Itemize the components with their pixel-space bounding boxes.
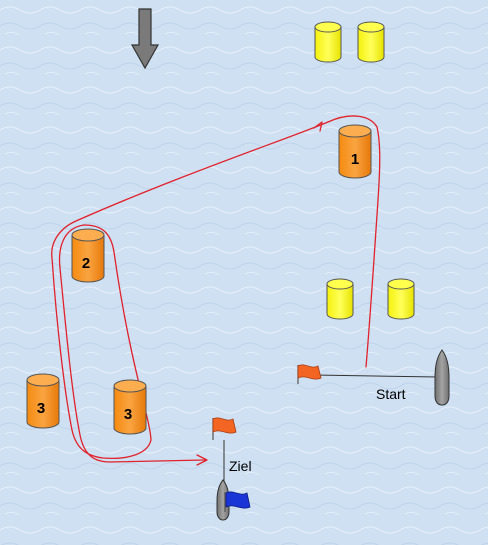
start-label: Start bbox=[376, 386, 406, 402]
orange-flag-icon bbox=[212, 417, 237, 440]
mark-number: 3 bbox=[37, 400, 45, 417]
orange-mark-2: 2 bbox=[71, 228, 105, 283]
boat-icon bbox=[434, 349, 450, 406]
finish-label: Ziel bbox=[229, 458, 252, 474]
start-line bbox=[313, 374, 439, 378]
orange-mark-1: 1 bbox=[338, 124, 372, 179]
blue-flag-icon bbox=[224, 491, 251, 512]
yellow-mark bbox=[387, 278, 415, 320]
mark-number: 2 bbox=[82, 255, 90, 272]
yellow-mark bbox=[357, 21, 385, 63]
mark-number: 3 bbox=[124, 406, 132, 423]
yellow-mark bbox=[326, 278, 354, 320]
orange-mark-3: 3 bbox=[26, 373, 60, 429]
mark-number: 1 bbox=[351, 151, 359, 168]
orange-mark-3: 3 bbox=[113, 379, 147, 435]
course-line bbox=[51, 115, 381, 466]
wind-direction-arrow-icon bbox=[130, 8, 160, 70]
yellow-mark bbox=[314, 21, 342, 63]
orange-flag-icon bbox=[297, 364, 322, 384]
